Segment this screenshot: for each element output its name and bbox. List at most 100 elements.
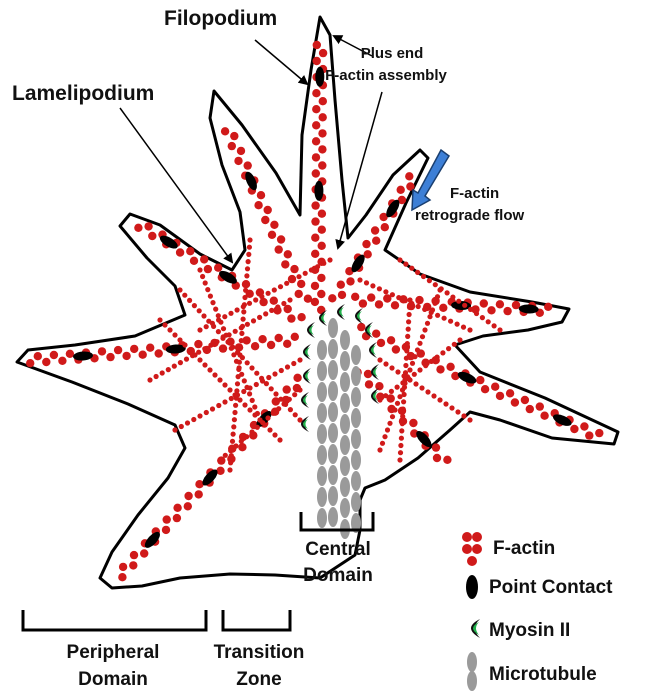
f-actin-mesh-bead: [239, 331, 244, 336]
legend-label-microtubule: Microtubule: [489, 664, 597, 685]
f-actin-bead: [436, 365, 444, 373]
microtubule-segment: [317, 466, 327, 486]
f-actin-bead: [312, 121, 320, 129]
f-actin-mesh-bead: [147, 377, 152, 382]
f-actin-mesh-bead: [192, 303, 197, 308]
f-actin-bead: [275, 245, 283, 253]
f-actin-bead: [173, 514, 181, 522]
f-actin-bead: [338, 291, 346, 299]
f-actin-mesh-bead: [200, 274, 205, 279]
f-actin-mesh-bead: [303, 271, 308, 276]
f-actin-mesh-bead: [281, 401, 286, 406]
f-actin-bead: [317, 290, 325, 298]
f-actin-mesh-bead: [269, 386, 274, 391]
microtubule-segment: [328, 465, 338, 485]
f-actin-mesh-bead: [232, 410, 237, 415]
f-actin-mesh-bead: [210, 321, 215, 326]
f-actin-mesh-bead: [252, 404, 257, 409]
f-actin-mesh-bead: [442, 316, 447, 321]
f-actin-bead: [216, 467, 224, 475]
f-actin-bead: [521, 396, 529, 404]
f-actin-mesh-bead: [417, 367, 422, 372]
f-actin-mesh-bead: [226, 339, 231, 344]
f-actin-mesh-bead: [415, 270, 420, 275]
f-actin-mesh-bead: [390, 292, 395, 297]
f-actin-mesh-bead: [433, 282, 438, 287]
f-actin-bead: [409, 419, 417, 427]
f-actin-mesh-bead: [221, 326, 226, 331]
microtubule-segment: [351, 471, 361, 491]
f-actin-mesh-bead: [288, 407, 293, 412]
f-actin-bead: [311, 217, 319, 225]
f-actin-bead: [186, 247, 194, 255]
f-actin-mesh-bead: [422, 327, 427, 332]
f-actin-bead: [496, 300, 504, 308]
f-actin-mesh-bead: [218, 320, 223, 325]
f-actin-mesh-bead: [222, 399, 227, 404]
microtubule-segment: [340, 435, 350, 455]
f-actin-mesh-bead: [213, 307, 218, 312]
f-actin-mesh-bead: [162, 322, 167, 327]
f-actin-mesh-bead: [425, 321, 430, 326]
f-actin-mesh-bead: [250, 398, 255, 403]
microtubule-segment: [340, 456, 350, 476]
f-actin-mesh-bead: [405, 334, 410, 339]
microtubule-segment: [340, 330, 350, 350]
f-actin-icon: [462, 532, 482, 566]
f-actin-mesh-bead: [232, 417, 237, 422]
f-actin-mesh-bead: [468, 307, 473, 312]
f-actin-mesh-bead: [397, 394, 402, 399]
f-actin-mesh-bead: [278, 284, 283, 289]
f-actin-mesh-bead: [242, 378, 247, 383]
microtubule-segment: [340, 393, 350, 413]
f-actin-mesh-bead: [389, 389, 394, 394]
microtubule-segment: [328, 318, 338, 338]
microtubule-segment: [351, 492, 361, 512]
f-actin-mesh-bead: [275, 304, 280, 309]
f-actin-mesh-bead: [204, 324, 209, 329]
f-actin-mesh-bead: [247, 237, 252, 242]
f-actin-bead: [297, 313, 305, 321]
f-actin-bead: [319, 97, 327, 105]
f-actin-bead: [570, 425, 578, 433]
f-actin-bead: [26, 359, 34, 367]
f-actin-bead: [375, 382, 383, 390]
microtubule-segment: [340, 414, 350, 434]
f-actin-mesh-bead: [435, 313, 440, 318]
f-actin-bead: [281, 260, 289, 268]
f-actin-mesh-bead: [284, 281, 289, 286]
central-domain-label-line2: Domain: [303, 565, 373, 586]
f-actin-mesh-bead: [273, 391, 278, 396]
f-actin-mesh-bead: [247, 245, 252, 250]
f-actin-mesh-bead: [253, 297, 258, 302]
f-actin-mesh-bead: [421, 274, 426, 279]
f-actin-mesh-bead: [327, 257, 332, 262]
f-actin-mesh-bead: [377, 357, 382, 362]
f-actin-bead: [295, 290, 303, 298]
f-actin-mesh-bead: [457, 337, 462, 342]
microtubule-segment: [340, 498, 350, 518]
f-actin-mesh-bead: [474, 311, 479, 316]
f-actin-bead: [392, 345, 400, 353]
f-actin-bead: [491, 383, 499, 391]
f-actin-mesh-bead: [260, 378, 265, 383]
f-actin-mesh-bead: [177, 337, 182, 342]
microtubule-segment: [351, 345, 361, 365]
f-actin-mesh-bead: [240, 324, 245, 329]
f-actin-mesh-bead: [205, 287, 210, 292]
microtubule-icon: [467, 652, 477, 691]
f-actin-mesh-bead: [182, 293, 187, 298]
f-actin-bead: [268, 231, 276, 239]
f-actin-mesh-bead: [425, 389, 430, 394]
f-actin-mesh-bead: [410, 361, 415, 366]
f-actin-mesh-bead: [231, 432, 236, 437]
f-actin-mesh-bead: [380, 441, 385, 446]
f-actin-bead: [318, 145, 326, 153]
f-actin-bead: [405, 172, 413, 180]
f-actin-mesh-bead: [227, 387, 232, 392]
f-actin-mesh-bead: [246, 259, 251, 264]
transition-zone-bracket: [223, 610, 290, 630]
f-actin-mesh-bead: [404, 356, 409, 361]
f-actin-mesh-bead: [222, 314, 227, 319]
